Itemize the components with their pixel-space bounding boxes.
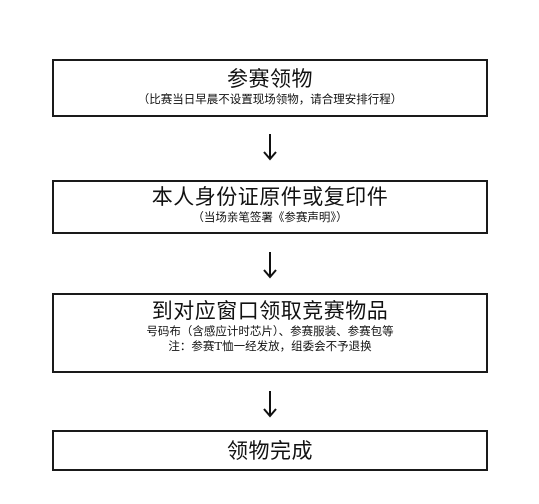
step-box-complete: 领物完成 bbox=[52, 430, 488, 471]
step-note: （当场亲笔签署《参赛声明》） bbox=[192, 210, 348, 224]
down-arrow-icon bbox=[263, 252, 277, 279]
step-box-pickup-window: 到对应窗口领取竞赛物品 号码布（含感应计时芯片）、参赛服装、参赛包等 注：参赛T… bbox=[52, 293, 488, 373]
step-title: 到对应窗口领取竞赛物品 bbox=[151, 299, 389, 323]
step-title: 参赛领物 bbox=[227, 67, 313, 91]
step-note: （比赛当日早晨不设置现场领物，请合理安排行程） bbox=[137, 92, 403, 106]
step-note: 注：参赛T恤一经发放，组委会不予退换 bbox=[168, 339, 372, 353]
step-title: 本人身份证原件或复印件 bbox=[151, 185, 389, 209]
down-arrow-icon bbox=[263, 391, 277, 418]
step-box-id-document: 本人身份证原件或复印件 （当场亲笔签署《参赛声明》） bbox=[52, 180, 488, 234]
step-title: 领物完成 bbox=[227, 439, 313, 463]
step-note: 号码布（含感应计时芯片）、参赛服装、参赛包等 bbox=[146, 324, 394, 338]
step-box-collect-items: 参赛领物 （比赛当日早晨不设置现场领物，请合理安排行程） bbox=[52, 59, 488, 117]
down-arrow-icon bbox=[263, 134, 277, 161]
